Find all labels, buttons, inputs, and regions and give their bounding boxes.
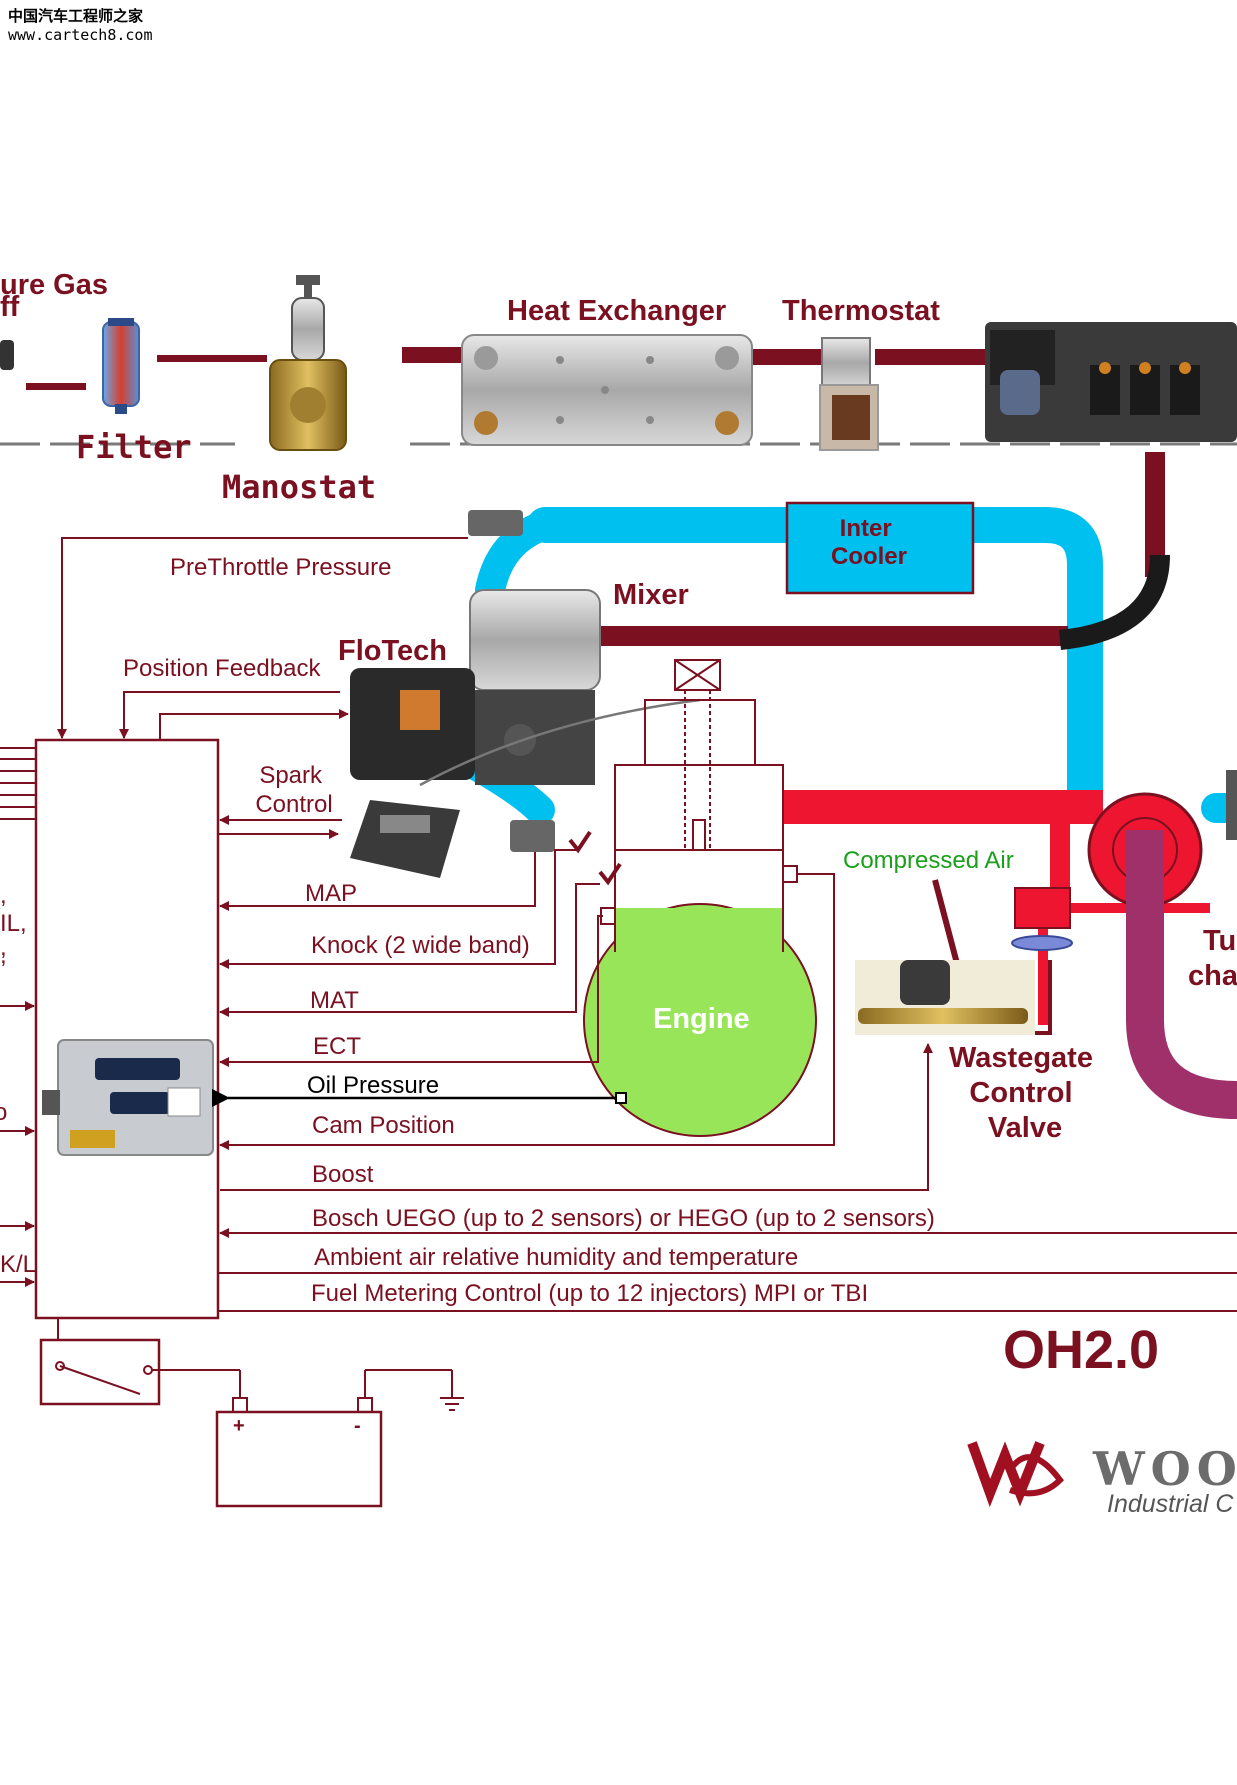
gas-shutoff-label: ure Gas ff	[0, 269, 116, 323]
flotech-throttle-icon	[350, 589, 701, 787]
cam-position-label: Cam Position	[312, 1112, 455, 1139]
exhaust-pipe	[1126, 830, 1237, 1119]
throttle-command-wire	[159, 709, 349, 740]
map-label: MAP	[305, 880, 357, 907]
prethrottle-pressure-wire	[57, 537, 468, 739]
wastegate-icon	[1011, 887, 1073, 951]
boost-wire	[220, 1043, 933, 1191]
oil-pressure-sensor-icon	[615, 1092, 627, 1104]
wastegate-solenoid-icon	[855, 960, 1035, 1035]
position-feedback-wire	[119, 691, 340, 739]
mixer-label: Mixer	[613, 579, 689, 611]
engine-label: Engine	[653, 1003, 750, 1035]
fuel-metering-label: Fuel Metering Control (up to 12 injector…	[311, 1280, 868, 1307]
filter-label: Filter	[76, 428, 192, 466]
battery-minus-label: -	[354, 1415, 361, 1437]
knock-wire	[219, 849, 578, 969]
inter-cooler-label: Inter Cooler	[831, 515, 907, 570]
mixer-gas-line	[598, 626, 1068, 646]
fuel-injector-rail-icon	[985, 322, 1237, 442]
wastegate-control-valve-label: Wastegate Control Valve	[949, 1042, 1101, 1144]
ground-icon	[440, 1370, 464, 1411]
ecu-module-icon	[42, 1039, 214, 1156]
watermark-site-name: 中国汽车工程师之家	[8, 7, 143, 25]
mat-wire	[219, 883, 600, 1017]
engine-assembly	[568, 659, 817, 1137]
manostat-label: Manostat	[222, 468, 376, 506]
logo-text: WOO	[1092, 1442, 1237, 1496]
boost-label: Boost	[312, 1161, 374, 1188]
flotech-label: FloTech	[338, 635, 447, 667]
battery-plus-label: +	[233, 1415, 245, 1437]
spark-control-label: Spark Control	[255, 762, 332, 818]
compressed-air-label: Compressed Air	[843, 847, 1014, 874]
woodward-logo-icon	[967, 1441, 1064, 1508]
heat-exchanger-icon	[461, 334, 753, 446]
thermostat-label: Thermostat	[782, 295, 940, 327]
watermark: 中国汽车工程师之家 www.cartech8.com	[8, 7, 153, 44]
svg-text:IL,: IL,	[0, 910, 27, 937]
map-wire	[219, 852, 536, 911]
heat-exchanger-label: Heat Exchanger	[507, 295, 726, 327]
position-feedback-label: Position Feedback	[123, 655, 321, 682]
svg-text:,: ,	[0, 882, 7, 909]
svg-text:K/L: K/L	[0, 1251, 36, 1278]
compressed-air-line	[932, 879, 963, 976]
thermostat-icon	[819, 337, 879, 451]
svg-text:,: ,	[0, 934, 7, 961]
cam-position-wire	[219, 873, 835, 1150]
logo-subtitle: Industrial C	[1107, 1490, 1234, 1518]
filter-icon	[102, 318, 140, 414]
left-cut-labels: , IL, , , o K/L	[0, 882, 36, 1278]
ecu-left-stubs	[0, 747, 36, 1287]
manostat-icon	[269, 275, 347, 451]
mixer-hose	[1058, 554, 1170, 650]
map-sensor-icon	[510, 820, 555, 852]
shutoff-valve-icon	[0, 340, 14, 370]
ect-wire	[219, 915, 603, 1067]
watermark-url: www.cartech8.com	[8, 26, 153, 44]
mat-label: MAT	[310, 987, 359, 1014]
inter-cooler-box	[785, 501, 975, 595]
switch-icon	[39, 1318, 240, 1406]
turbocharger-label: Tu cha	[1188, 925, 1237, 992]
ecu-box	[34, 738, 220, 1320]
ambient-label: Ambient air relative humidity and temper…	[314, 1244, 798, 1271]
prethrottle-pressure-sensor-icon	[468, 510, 523, 536]
prethrottle-pressure-label: PreThrottle Pressure	[170, 554, 391, 581]
oil-pressure-label: Oil Pressure	[307, 1072, 439, 1099]
svg-text:,: ,	[0, 942, 7, 969]
uego-label: Bosch UEGO (up to 2 sensors) or HEGO (up…	[312, 1205, 935, 1232]
battery-icon	[215, 1369, 452, 1508]
diagram-title: OH2.0	[1003, 1320, 1159, 1380]
knock-label: Knock (2 wide band)	[311, 932, 530, 959]
spark-module-icon	[350, 800, 460, 878]
svg-text:o: o	[0, 1099, 7, 1126]
ect-label: ECT	[313, 1033, 361, 1060]
